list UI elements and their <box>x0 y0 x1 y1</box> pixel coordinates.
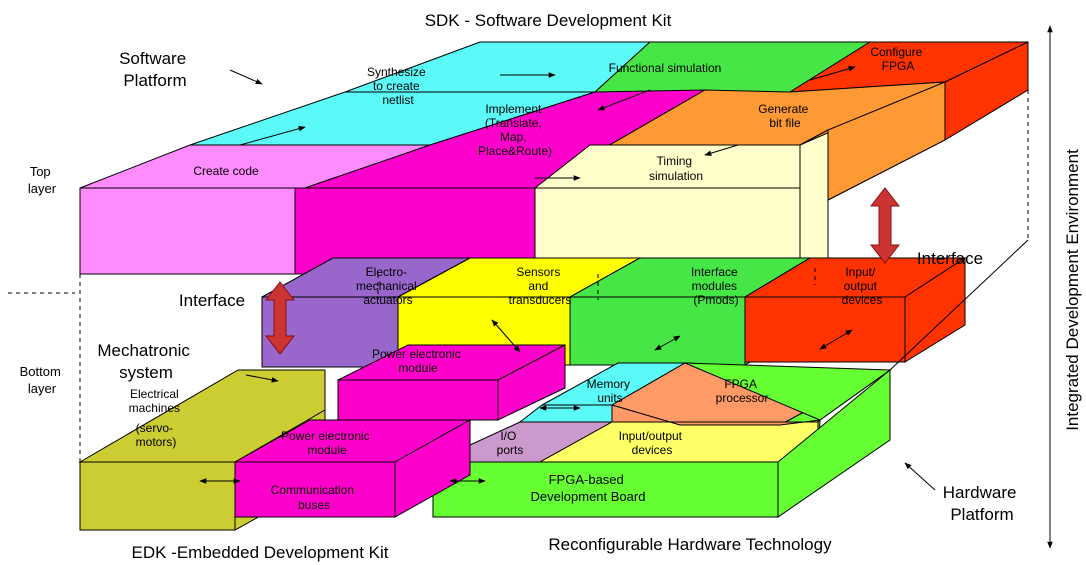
interface-arrow-left <box>264 281 296 355</box>
software-platform-label: Software Platform <box>119 49 191 90</box>
machines-front <box>79 461 236 531</box>
rht-title: Reconfigurable Hardware Technology <box>548 535 832 554</box>
iodevices-front <box>744 296 906 363</box>
power-lower-front <box>234 461 396 518</box>
guide-lines <box>8 90 1029 462</box>
board-text: FPGA-based Development Board <box>531 472 646 504</box>
interface-right-label: Interface <box>917 249 983 268</box>
board-top-back <box>611 404 822 426</box>
generate-text: Generate bit file <box>758 102 811 130</box>
interface-modules-text: Interface modules (Pmods) <box>691 265 741 307</box>
edk-title: EDK -Embedded Development Kit <box>131 543 388 562</box>
implement-text: Implement (Translate, Map, Place&Route) <box>478 102 552 158</box>
flow-arrows <box>199 66 936 491</box>
board-side <box>777 368 891 518</box>
sensors-text: Sensors and transducers <box>509 265 572 307</box>
power-upper-side <box>497 344 566 421</box>
machines-text: Electrical machines (servo- motors) <box>129 387 184 449</box>
fpga-processor-text: FPGA processor <box>716 377 769 405</box>
ide-title: Integrated Development Environment <box>1063 149 1082 431</box>
configure-text: Configure FPGA <box>870 45 925 73</box>
memory-text: Memory units <box>587 377 634 405</box>
mechatronic-label: Mechatronic system <box>97 341 194 382</box>
interface-arrow-right <box>869 187 901 264</box>
functional-sim-text: Functional simulation <box>609 61 722 75</box>
bottom-layer-platform <box>78 257 967 531</box>
power-upper-front <box>337 379 499 421</box>
power-lower-side <box>394 419 471 518</box>
communication-buses-text: Communication buses <box>271 483 358 512</box>
create-code-text: Create code <box>193 164 259 178</box>
synthesize-text: Synthesize to create netlist <box>367 65 429 107</box>
interface-left-label: Interface <box>179 291 245 310</box>
board-top <box>684 362 892 421</box>
actuators-text: Electro- mechanical actuators <box>356 265 420 307</box>
power-upper-text: Power electronic module <box>372 347 464 375</box>
power-lower-text: Power electronic module <box>281 429 373 457</box>
board-io-devices-text: Input/output devices <box>619 429 686 457</box>
iface-front <box>569 296 746 366</box>
timing-side <box>799 129 829 275</box>
top-layer-label: Top layer <box>28 164 57 196</box>
hardware-platform-label: Hardware Platform <box>943 483 1021 524</box>
create-code-front <box>79 187 296 275</box>
bottom-layer-label: Bottom layer <box>20 364 65 396</box>
sdk-title: SDK - Software Development Kit <box>425 11 672 30</box>
io-ports-text: I/O ports <box>497 429 524 457</box>
iodevices-side <box>904 257 966 363</box>
io-devices-text: Input/ output devices <box>842 265 883 307</box>
timing-text: Timing simulation <box>649 154 703 183</box>
